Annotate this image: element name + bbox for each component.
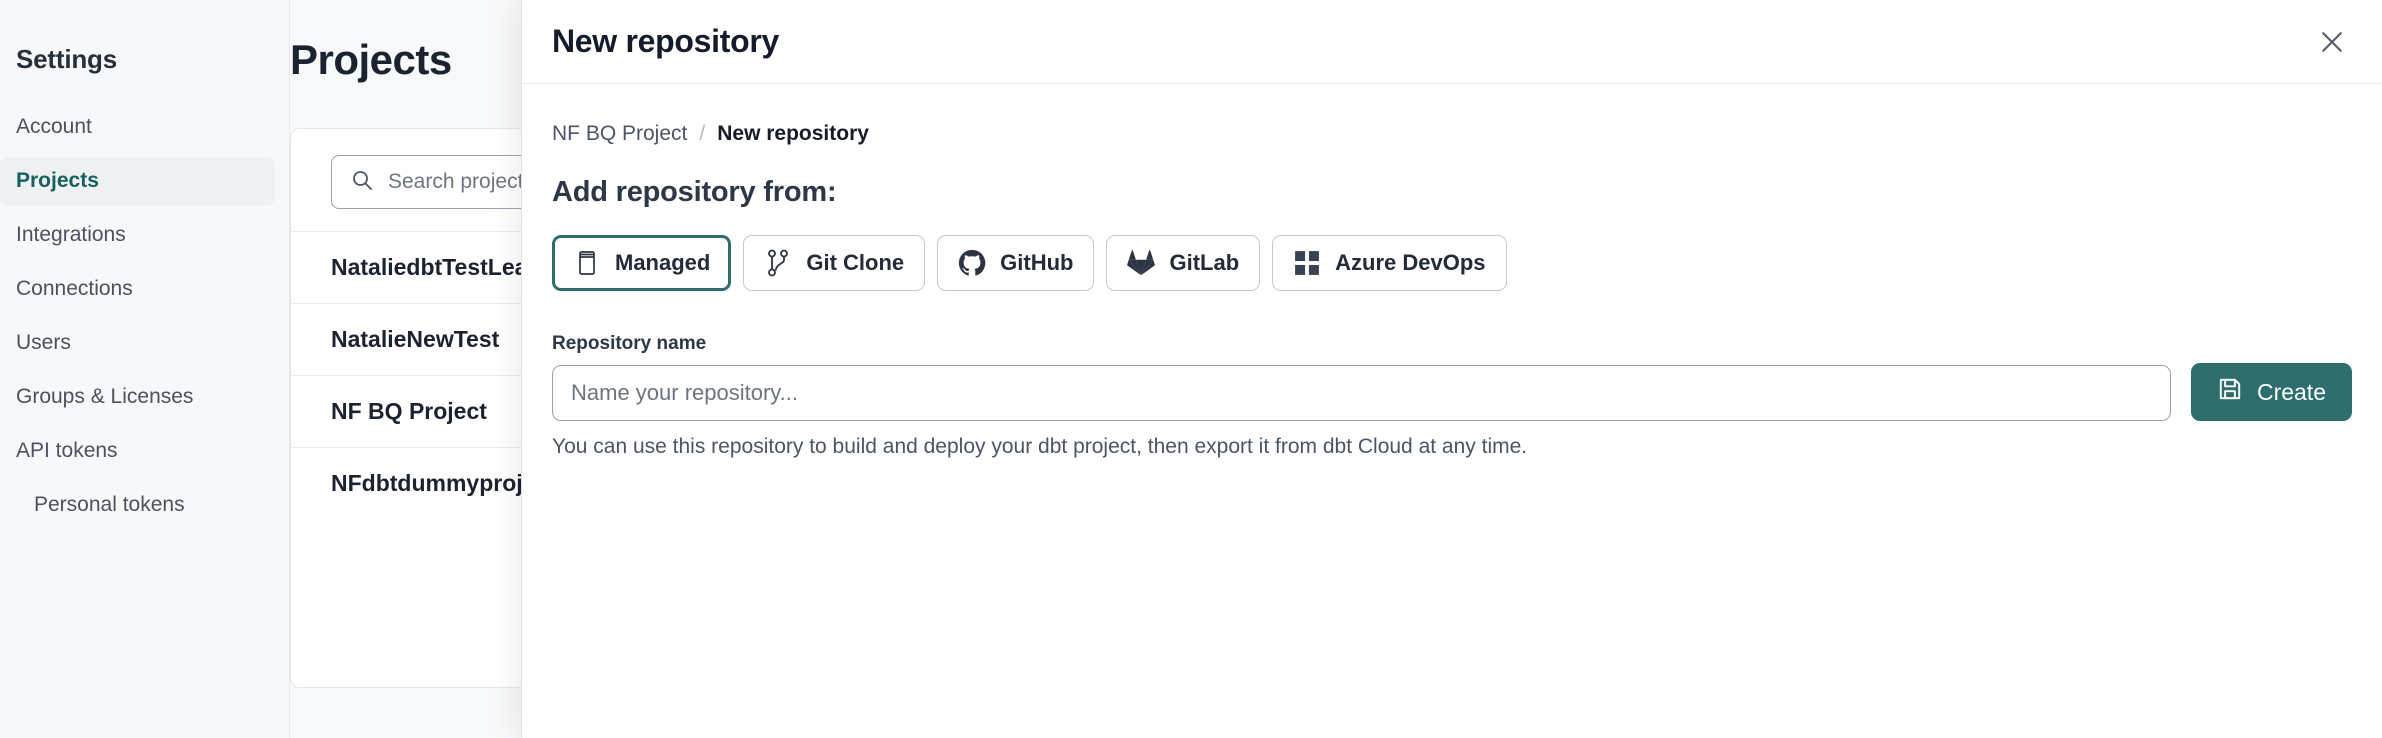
sidebar-title: Settings <box>16 44 117 74</box>
database-icon <box>573 249 601 277</box>
close-icon[interactable] <box>2310 20 2354 64</box>
sidebar-item-api-tokens[interactable]: API tokens <box>16 439 118 462</box>
settings-sidebar: Settings Account Projects Integrations C… <box>0 0 290 738</box>
github-icon <box>958 249 986 277</box>
modal-title: New repository <box>552 23 779 59</box>
sidebar-item-users[interactable]: Users <box>16 331 71 354</box>
modal-body: NF BQ Project / New repository Add repos… <box>522 84 2382 738</box>
source-option-label: Managed <box>615 250 711 275</box>
repository-name-row: Repository name You can use this reposit… <box>552 333 2352 459</box>
sidebar-item-groups-licenses[interactable]: Groups & Licenses <box>16 385 194 408</box>
new-repository-modal: New repository NF BQ Project / New repos… <box>521 0 2382 738</box>
source-option-gitlab[interactable]: GitLab <box>1106 235 1261 291</box>
repository-name-label: Repository name <box>552 333 707 354</box>
repository-helper-text: You can use this repository to build and… <box>552 435 1528 458</box>
repository-name-input[interactable] <box>552 365 2171 421</box>
sidebar-item-integrations[interactable]: Integrations <box>16 223 126 246</box>
add-repository-from-heading: Add repository from: <box>552 176 837 208</box>
page-title: Projects <box>290 36 452 83</box>
source-option-git-clone[interactable]: Git Clone <box>743 235 926 291</box>
source-option-github[interactable]: GitHub <box>937 235 1095 291</box>
breadcrumb: NF BQ Project / New repository <box>552 122 2352 146</box>
create-button-label: Create <box>2256 378 2326 405</box>
git-branch-icon <box>764 249 792 277</box>
create-button[interactable]: Create <box>2190 363 2352 421</box>
breadcrumb-parent-link[interactable]: NF BQ Project <box>552 122 688 145</box>
search-icon <box>350 168 374 197</box>
repository-source-options: Managed Git Clone <box>552 235 2352 291</box>
repository-name-field: Repository name You can use this reposit… <box>552 333 2171 459</box>
source-option-managed[interactable]: Managed <box>552 235 732 291</box>
source-option-label: Azure DevOps <box>1335 250 1486 275</box>
breadcrumb-separator: / <box>699 122 706 145</box>
page-title-wrap: Projects <box>290 36 2382 84</box>
sidebar-item-account[interactable]: Account <box>16 115 92 138</box>
source-option-label: GitLab <box>1169 250 1240 275</box>
source-option-azure-devops[interactable]: Azure DevOps <box>1272 235 1507 291</box>
source-option-label: GitHub <box>1000 250 1074 275</box>
sidebar-item-connections[interactable]: Connections <box>16 277 133 300</box>
breadcrumb-current: New repository <box>717 122 869 145</box>
sidebar-item-personal-tokens[interactable]: Personal tokens <box>34 493 185 516</box>
save-icon <box>2217 376 2243 408</box>
azure-devops-icon <box>1293 249 1321 277</box>
gitlab-icon <box>1127 249 1156 277</box>
modal-header: New repository <box>522 0 2382 84</box>
sidebar-item-projects[interactable]: Projects <box>0 157 275 205</box>
source-option-label: Git Clone <box>806 250 905 275</box>
